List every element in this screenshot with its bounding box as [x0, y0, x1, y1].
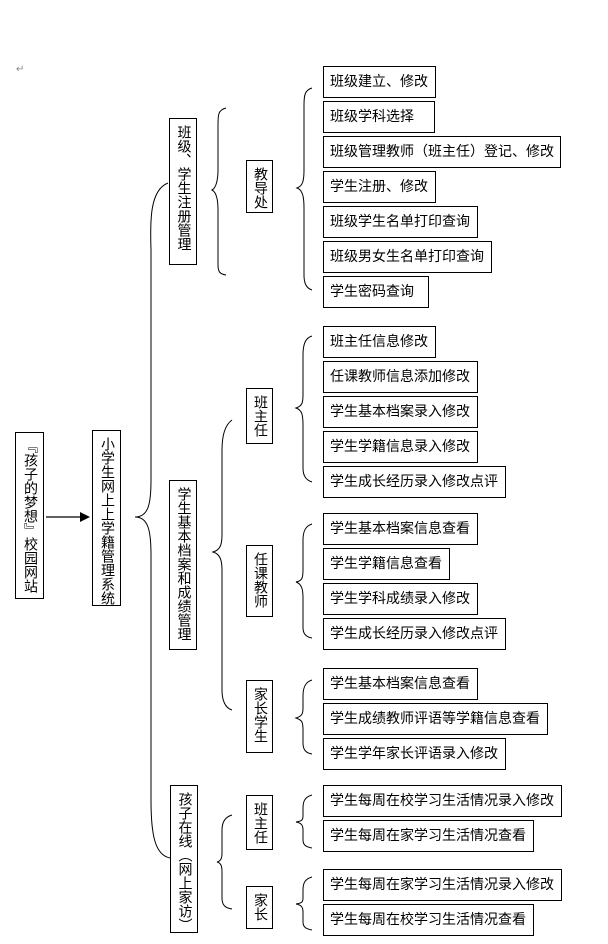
- function-node: 学生学籍信息查看: [323, 548, 450, 580]
- function-node: 学生每周在校学习生活情况录入修改: [323, 785, 562, 817]
- brace-role-jiaodaochu: [210, 107, 227, 276]
- function-label: 班主任信息修改: [330, 334, 428, 350]
- function-label: 学生成长经历录入修改点评: [330, 626, 498, 642]
- arrow-head-icon: [80, 512, 90, 522]
- paragraph-mark: ↵: [16, 64, 25, 75]
- role-label: 教导处: [252, 167, 268, 209]
- function-label: 任课教师信息添加修改: [330, 369, 470, 385]
- function-node: 学生基本档案信息查看: [323, 513, 478, 545]
- function-label: 学生每周在校学习生活情况查看: [330, 912, 526, 928]
- brace-functions-jiazhang: [295, 876, 313, 931]
- function-node: 班主任信息修改: [323, 326, 436, 358]
- function-node: 学生成长经历录入修改点评: [323, 618, 506, 650]
- role-label: 家长: [252, 893, 268, 921]
- brace-modules: [134, 182, 171, 859]
- role-node-jiazhang: 家长: [246, 886, 273, 929]
- function-label: 班级管理教师（班主任）登记、修改: [330, 144, 554, 160]
- function-label: 班级建立、修改: [330, 74, 428, 90]
- module-node-2: 学生基本档案和成绩管理: [169, 480, 197, 650]
- function-node: 学生每周在校学习生活情况查看: [323, 904, 534, 936]
- function-label: 学生学年家长评语录入修改: [330, 746, 498, 762]
- role-node-banzhuren-online: 班主任: [246, 795, 273, 850]
- function-node: 学生学籍信息录入修改: [323, 431, 478, 463]
- function-node: 学生每周在家学习生活情况录入修改: [323, 869, 562, 901]
- function-node: 学生基本档案信息查看: [323, 668, 478, 700]
- function-node: 学生学年家长评语录入修改: [323, 738, 506, 770]
- module-node-3: 孩子在线（网上家访）: [170, 785, 198, 933]
- function-label: 学生成绩教师评语等学籍信息查看: [330, 711, 540, 727]
- function-label: 学生基本档案录入修改: [330, 404, 470, 420]
- function-label: 学生每周在家学习生活情况录入修改: [330, 877, 554, 893]
- function-label: 学生基本档案信息查看: [330, 676, 470, 692]
- function-label: 学生学科成绩录入修改: [330, 591, 470, 607]
- function-node: 班级管理教师（班主任）登记、修改: [323, 136, 561, 168]
- role-label: 任课教师: [252, 552, 268, 608]
- function-label: 学生注册、修改: [330, 179, 428, 195]
- role-label: 班主任: [252, 802, 268, 844]
- role-label: 班主任: [252, 395, 268, 437]
- module-label: 学生基本档案和成绩管理: [175, 487, 192, 641]
- brace-functions-renke: [295, 523, 313, 639]
- system-node: 小学生网上上学籍管理系统: [92, 430, 121, 606]
- function-label: 学生基本档案信息查看: [330, 521, 470, 537]
- brace-functions-jiazhangxuesheng: [294, 679, 313, 755]
- function-label: 班级学科选择: [330, 109, 414, 125]
- brace-functions-banzhuren-3: [295, 794, 313, 849]
- function-label: 学生学籍信息查看: [330, 556, 442, 572]
- function-label: 学生成长经历录入修改点评: [330, 474, 498, 490]
- function-label: 学生每周在校学习生活情况录入修改: [330, 793, 554, 809]
- function-label: 班级学生名单打印查询: [330, 214, 470, 230]
- module-node-1: 班级、学生注册管理: [169, 118, 197, 265]
- role-node-renkejiaoshi: 任课教师: [246, 545, 273, 617]
- function-node: 班级建立、修改: [323, 66, 436, 98]
- function-node: 学生注册、修改: [323, 171, 436, 203]
- function-node: 学生每周在家学习生活情况查看: [323, 820, 534, 852]
- role-node-jiazhangxuesheng: 家长学生: [246, 680, 273, 753]
- system-node-label: 小学生网上上学籍管理系统: [99, 437, 115, 605]
- brace-functions-banzhuren: [294, 335, 313, 483]
- module-label: 孩子在线（网上家访）: [176, 792, 193, 932]
- function-node: 班级学科选择: [323, 101, 435, 133]
- role-node-jiaodaochu: 教导处: [246, 160, 273, 213]
- brace-roles-2: [211, 419, 233, 711]
- function-label: 学生密码查询: [330, 284, 414, 300]
- root-node-label: 『孩子的梦想』校园网站: [22, 439, 38, 593]
- function-label: 班级男女生名单打印查询: [330, 249, 484, 265]
- function-node: 任课教师信息添加修改: [323, 361, 478, 393]
- brace-roles-3: [216, 814, 233, 910]
- function-node: 班级男女生名单打印查询: [323, 241, 492, 273]
- root-node: 『孩子的梦想』校园网站: [15, 432, 44, 599]
- function-label: 学生每周在家学习生活情况查看: [330, 828, 526, 844]
- function-node: 班级学生名单打印查询: [323, 206, 478, 238]
- function-node: 学生学科成绩录入修改: [323, 583, 478, 615]
- function-node: 学生成长经历录入修改点评: [323, 466, 506, 498]
- role-node-banzhuren: 班主任: [246, 388, 273, 444]
- function-node: 学生基本档案录入修改: [323, 396, 478, 428]
- function-node: 学生密码查询: [323, 276, 429, 308]
- function-node: 学生成绩教师评语等学籍信息查看: [323, 703, 548, 735]
- role-label: 家长学生: [252, 687, 268, 743]
- function-label: 学生学籍信息录入修改: [330, 439, 470, 455]
- brace-functions-1: [295, 87, 313, 291]
- module-label: 班级、学生注册管理: [175, 125, 192, 251]
